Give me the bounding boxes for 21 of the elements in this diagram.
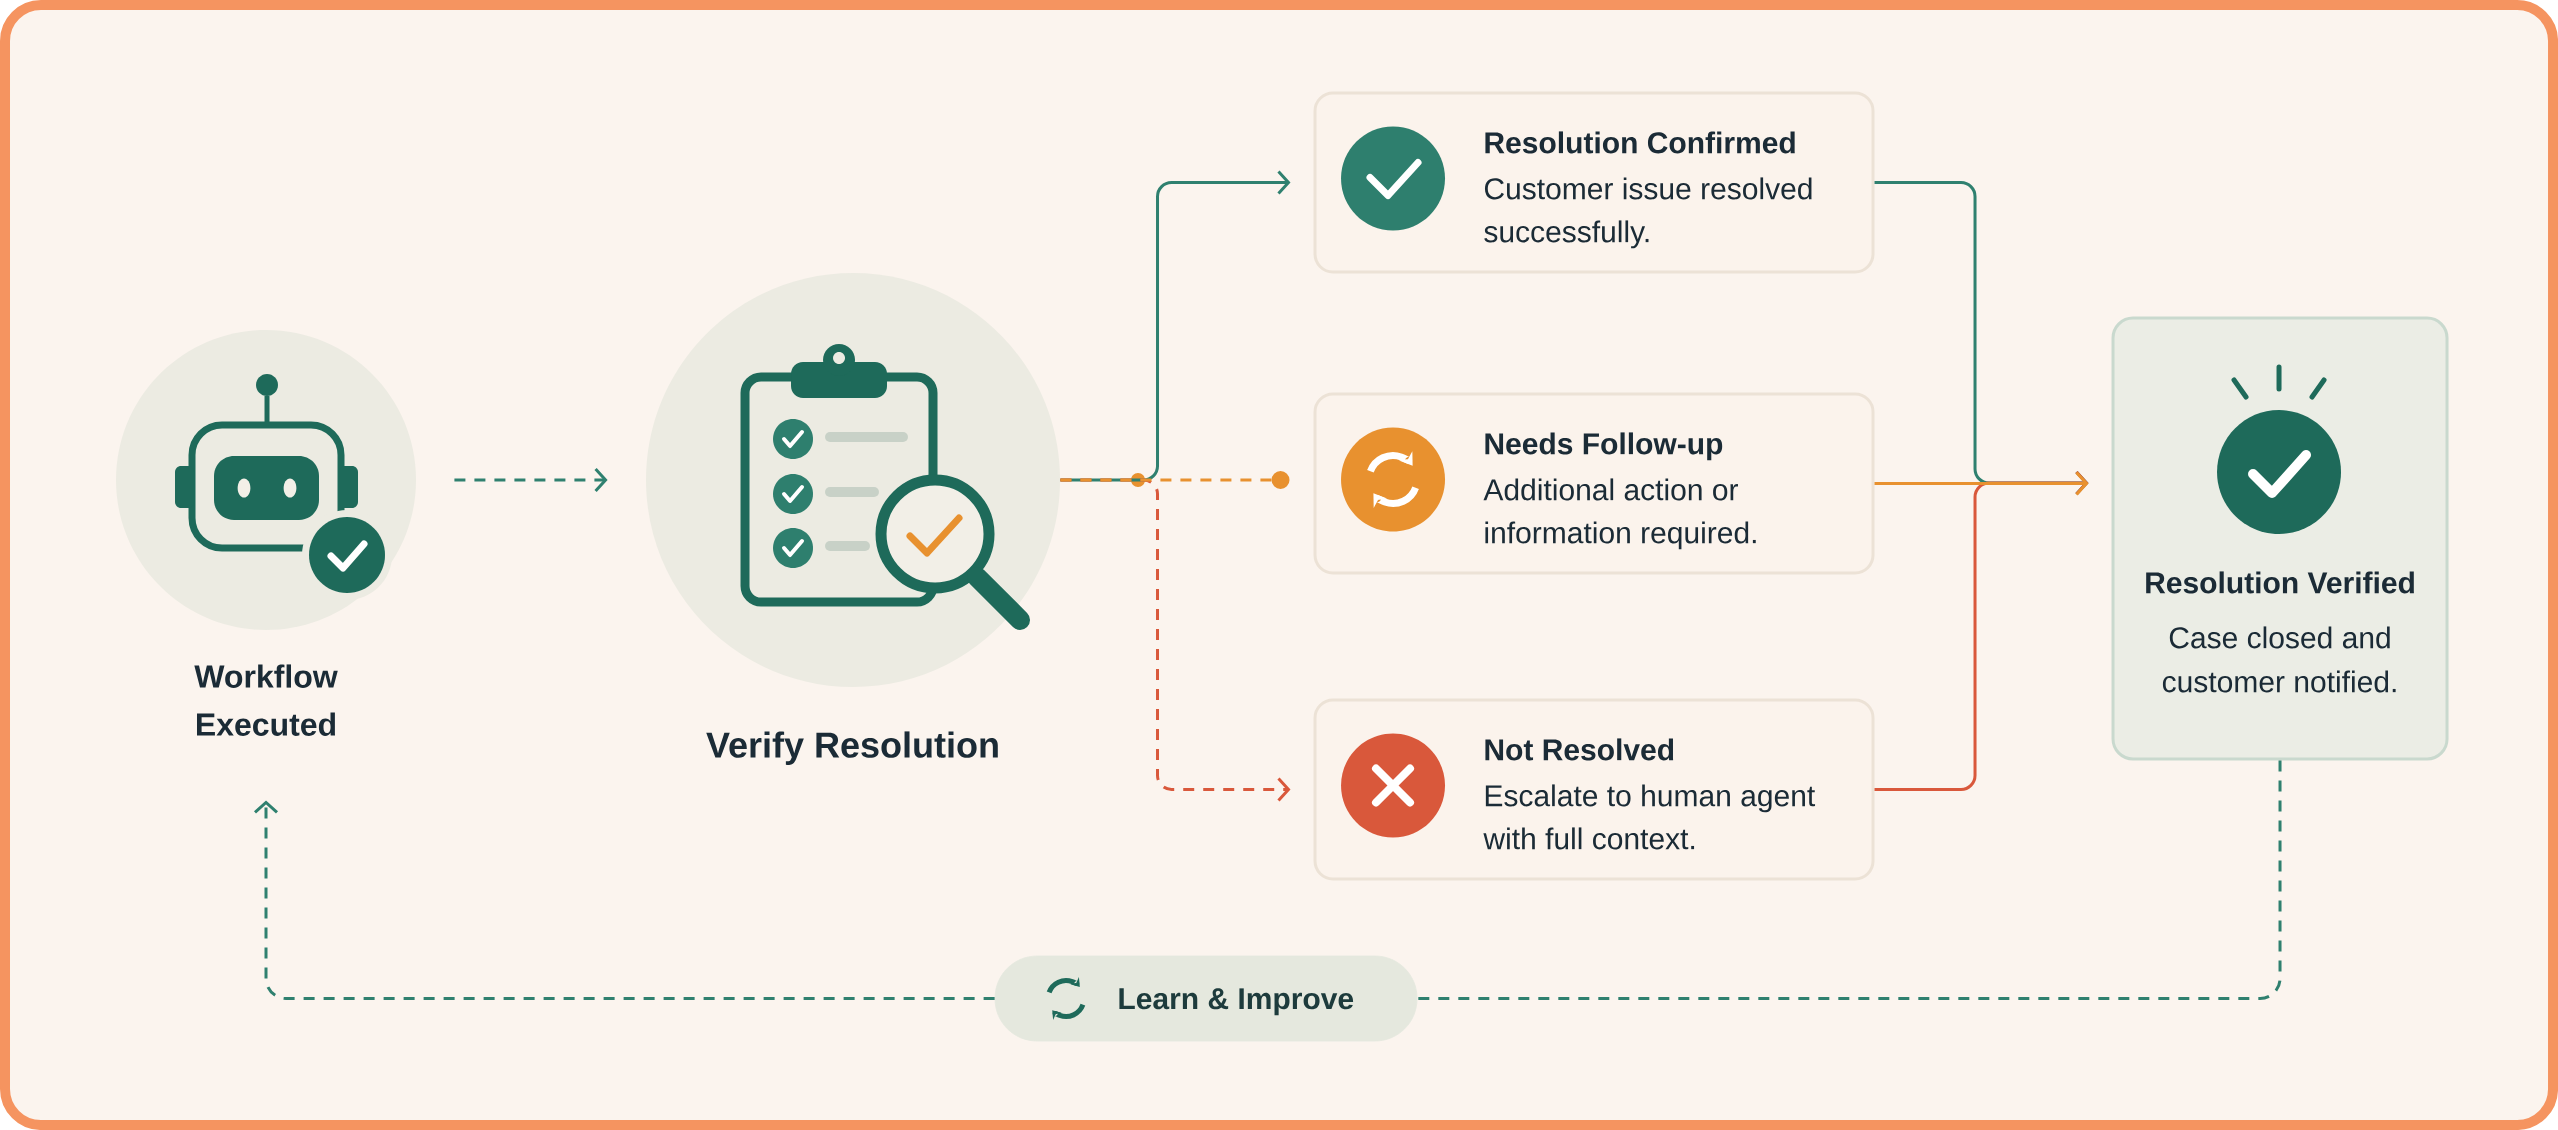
arrow (1874, 471, 2089, 496)
node-title: Workflow Executed (194, 664, 338, 736)
status-card (1313, 698, 1875, 881)
arrow (254, 800, 995, 1000)
step-pill (994, 955, 1418, 1042)
card-title: Needs Follow-up (1485, 432, 1723, 461)
card-text: Escalate to human agent with full context. (1483, 784, 1816, 850)
status-card (1313, 91, 1875, 274)
card-text: Customer issue resolved successfully. (1484, 177, 1812, 249)
arrow (454, 468, 608, 492)
node-title: Verify Resolution (706, 731, 998, 765)
dot-connector (1060, 471, 1290, 489)
status-card (1313, 392, 1875, 575)
result-card (2111, 316, 2449, 761)
card-text: Additional action or information required. (1483, 478, 1756, 550)
pill-label: Learn & Improve (1119, 988, 1354, 1016)
card-title: Not Resolved (1485, 738, 1674, 761)
card-title: Resolution Verified (2146, 571, 2414, 594)
card-title: Resolution Confirmed (1485, 131, 1795, 154)
connector-line (1417, 760, 2282, 1000)
card-text: Case closed and customer notified. (2162, 626, 2396, 693)
